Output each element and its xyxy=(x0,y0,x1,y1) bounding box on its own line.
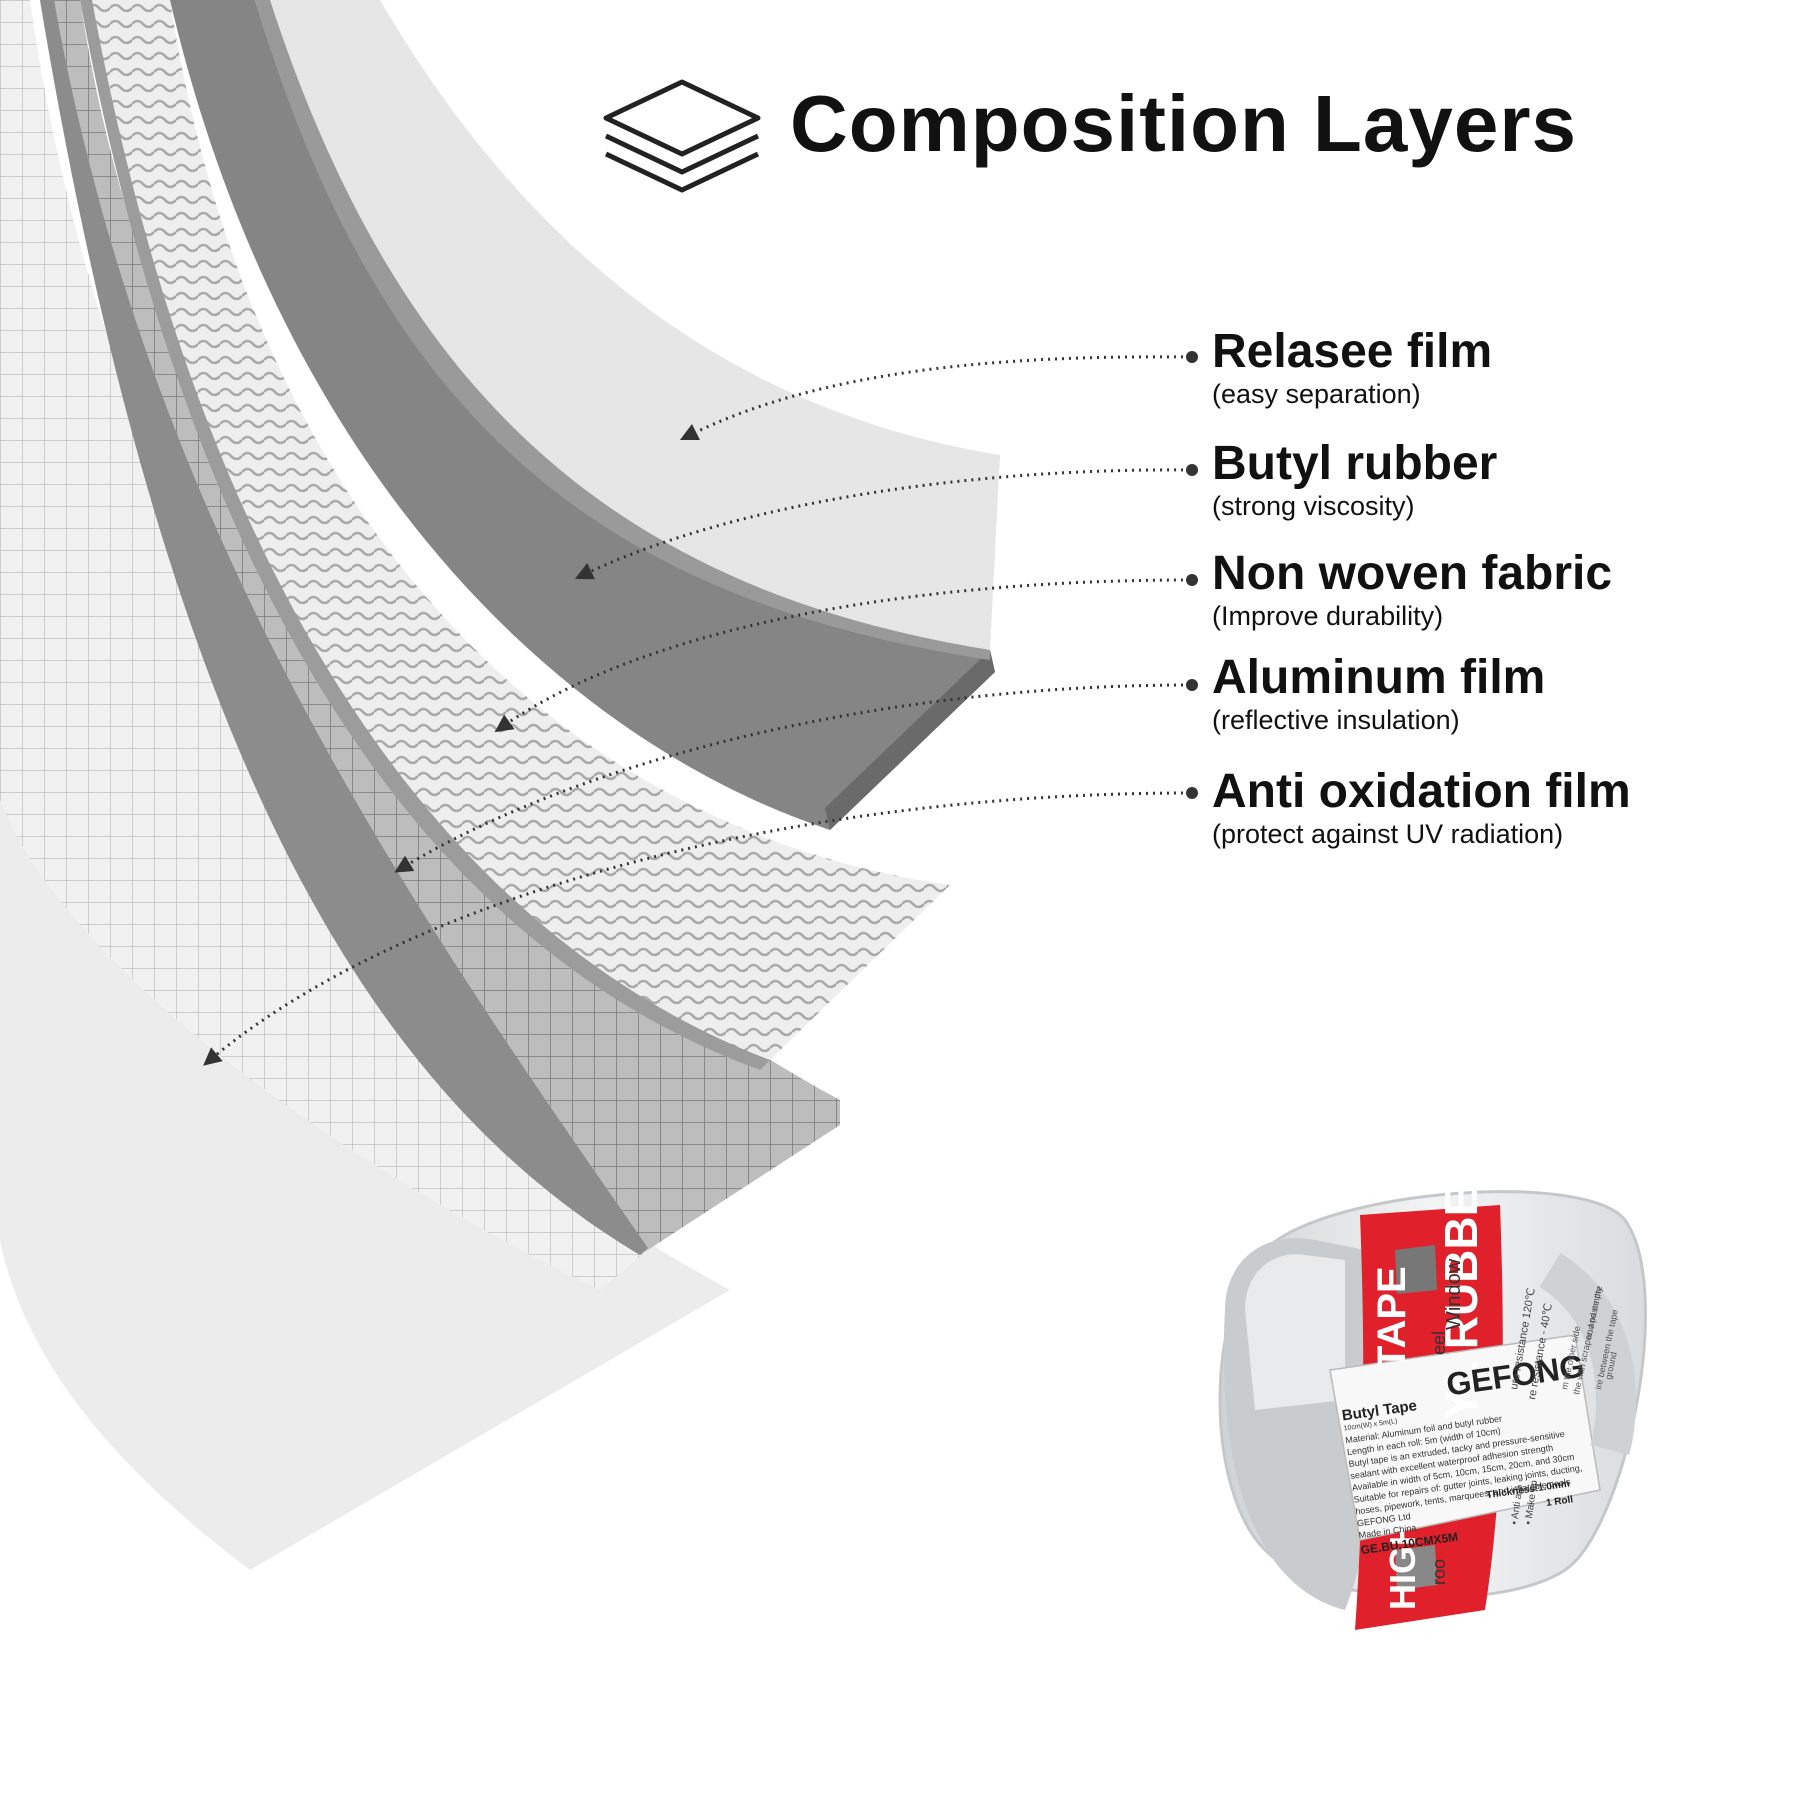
layer-name: Aluminum film xyxy=(1212,651,1546,704)
arrow-release-film xyxy=(679,355,1191,441)
layer-desc: (protect against UV radiation) xyxy=(1212,819,1564,849)
layer-name: Butyl rubber xyxy=(1212,437,1498,490)
layer-label-non-woven-fabric: Non woven fabric (Improve durability) xyxy=(1212,548,1612,632)
butyl-rubber-layer xyxy=(170,0,995,830)
arrow-aluminum-film xyxy=(394,683,1191,873)
leader-dots xyxy=(1186,351,1198,799)
layers-icon xyxy=(603,79,761,193)
leader-lines xyxy=(203,355,1191,1066)
layer-label-anti-oxidation-film: Anti oxidation film (protect against UV … xyxy=(1212,766,1631,850)
non-woven-fabric-layer xyxy=(80,0,950,1070)
layer-desc: (easy separation) xyxy=(1212,379,1421,409)
layer-desc: (Improve durability) xyxy=(1212,601,1444,631)
layer-desc: (reflective insulation) xyxy=(1212,705,1460,735)
layer-name: Relasee film xyxy=(1212,325,1493,378)
page-title: Composition Layers xyxy=(790,79,1578,168)
page-title-block: Composition Layers xyxy=(790,78,1577,170)
mesh-layer xyxy=(40,0,840,1255)
layer-label-release-film: Relasee film (easy separation) xyxy=(1212,326,1492,410)
layer-name: Anti oxidation film xyxy=(1212,765,1631,818)
layer-label-butyl-rubber: Butyl rubber (strong viscosity) xyxy=(1212,438,1497,522)
layer-name: Non woven fabric xyxy=(1212,547,1613,600)
layer-label-aluminum-film: Aluminum film (reflective insulation) xyxy=(1212,652,1545,736)
layer-desc: (strong viscosity) xyxy=(1212,491,1415,521)
aluminum-film-layer xyxy=(0,0,720,1290)
release-film-layer xyxy=(255,0,1000,660)
label-sticker xyxy=(1329,1334,1601,1541)
tape-roll-product xyxy=(1218,1190,1647,1630)
